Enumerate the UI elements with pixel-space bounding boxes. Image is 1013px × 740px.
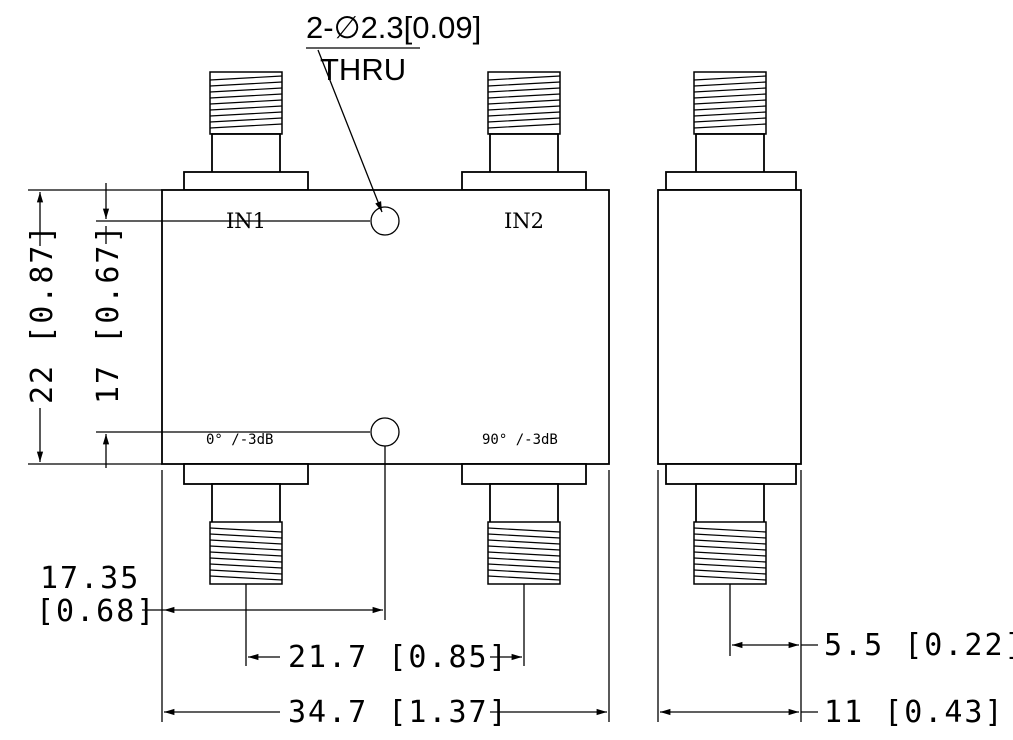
dim-width-overall: 34.7 [1.37]: [164, 470, 610, 730]
hole-callout: 2-∅2.3[0.09] THRU: [306, 10, 481, 213]
side-body: [657, 189, 802, 465]
mounting-hole-top: [370, 206, 400, 236]
front-view: IN1 IN2 0° /-3dB 90° /-3dB: [161, 71, 610, 585]
hole-offset-inch: [0.68]: [36, 594, 156, 629]
hole-callout-thru: THRU: [320, 52, 406, 87]
port-label-in2: IN2: [504, 209, 544, 233]
side-connector-offset-label: 5.5 [0.22]: [824, 628, 1013, 663]
port-spacing-label: 21.7 [0.85]: [288, 640, 509, 675]
dim-side-connector-offset: 5.5 [0.22]: [729, 470, 1013, 722]
dim-height-holes: 17 [0.67]: [91, 183, 370, 468]
connector-out2: [461, 463, 587, 585]
dim-port-spacing: 21.7 [0.85]: [245, 584, 525, 675]
dim-hole-offset: 17.35 [0.68]: [36, 446, 386, 722]
height-overall-label: 22 [0.87]: [25, 223, 60, 404]
port-label-out2: 90° /-3dB: [482, 432, 558, 448]
dim-side-width: 11 [0.43]: [657, 470, 1005, 730]
height-holes-label: 17 [0.67]: [91, 223, 126, 404]
connector-out1: [183, 463, 309, 585]
hole-callout-size: 2-∅2.3[0.09]: [306, 10, 481, 45]
connector-in1: [183, 71, 309, 191]
dim-height-overall: 22 [0.87]: [25, 189, 162, 465]
port-label-out1: 0° /-3dB: [206, 432, 273, 448]
width-overall-label: 34.7 [1.37]: [288, 695, 509, 730]
side-view: [657, 71, 802, 585]
side-width-label: 11 [0.43]: [824, 695, 1005, 730]
connector-in2: [461, 71, 587, 191]
hole-offset-value: 17.35: [40, 561, 140, 596]
